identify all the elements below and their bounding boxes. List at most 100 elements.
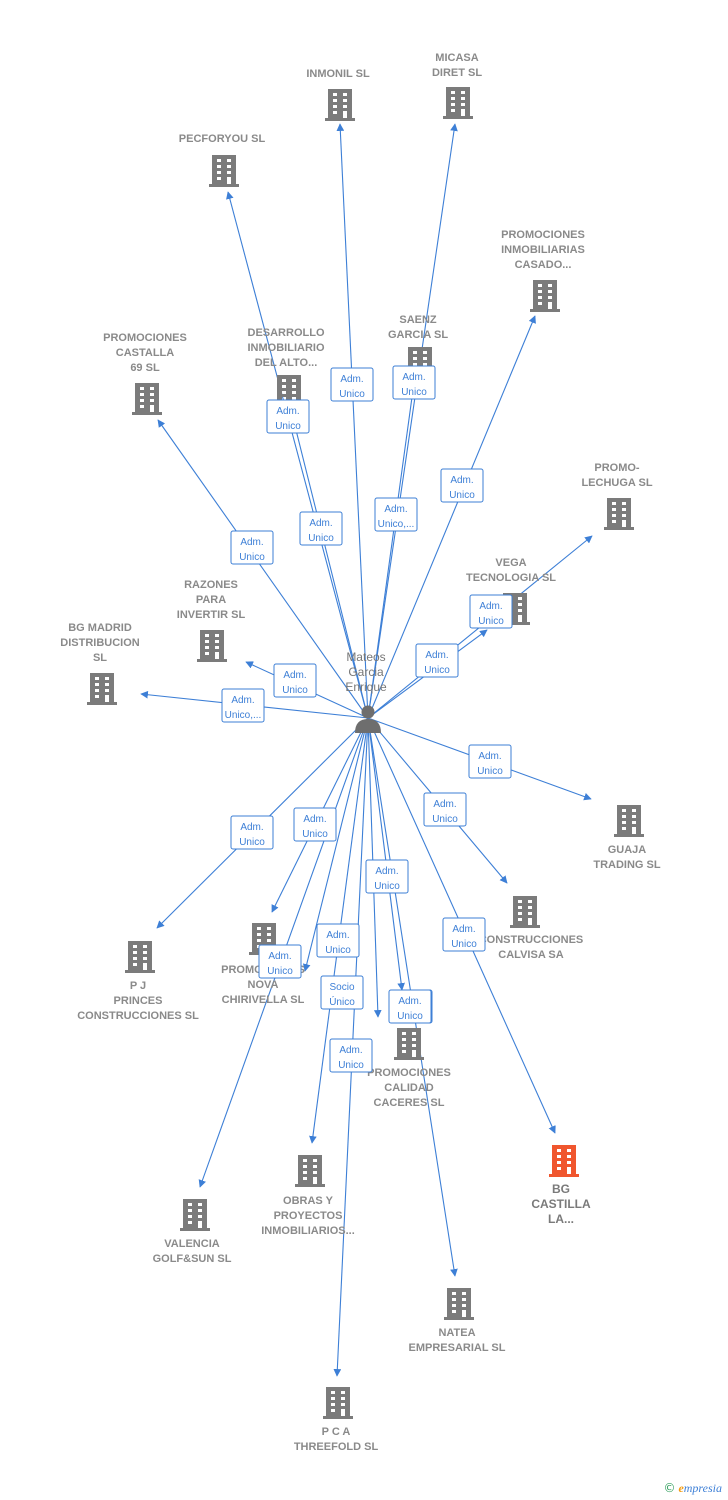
relation-label[interactable]: Adm. Unico	[329, 1038, 373, 1073]
company-name-line: INMOBILIARIOS...	[261, 1225, 355, 1237]
relation-label[interactable]: Adm.Unico	[423, 792, 467, 827]
edge-to-pecforyou	[226, 191, 369, 719]
relation-label-line: Adm.	[231, 695, 254, 706]
company-name-line: DIRET SL	[432, 67, 482, 79]
building-icon	[295, 1155, 325, 1187]
relation-label-line: Adm.	[478, 751, 501, 762]
edges-layer	[140, 123, 593, 1377]
relation-label-box	[423, 792, 467, 827]
relation-label-line: Adm.	[433, 799, 456, 810]
relation-label[interactable]: Adm.Unico	[388, 989, 432, 1024]
person-name-line: Mateos	[346, 650, 385, 664]
relation-label-line: Adm.	[339, 1045, 362, 1056]
company-node-obras[interactable]: OBRAS YPROYECTOSINMOBILIARIOS...	[261, 1155, 355, 1237]
building-icon	[325, 89, 355, 121]
relation-label[interactable]: Adm.Unico	[440, 468, 484, 503]
edge-to-caceres	[367, 717, 405, 991]
relation-label[interactable]: Adm.Unico	[273, 663, 317, 698]
company-name-line: VALENCIA	[164, 1238, 219, 1250]
brand-name: mpresia	[683, 1481, 722, 1495]
company-node-micasa[interactable]: MICASA DIRET SL	[432, 52, 482, 119]
company-name-line: VEGA	[495, 557, 526, 569]
relation-label[interactable]: Adm.Unico,...	[374, 497, 418, 532]
company-node-pecforyou[interactable]: PECFORYOU SL	[179, 133, 266, 187]
relation-label-box	[266, 399, 310, 434]
relation-label-line: Unico	[308, 533, 334, 544]
relation-label-box	[469, 594, 513, 629]
relation-label[interactable]: Adm.Unico	[365, 859, 409, 894]
person-icon-body	[355, 719, 381, 733]
company-name-line: INMOBILIARIO	[248, 342, 325, 354]
company-name-line: CALIDAD	[384, 1082, 434, 1094]
relation-label[interactable]: Adm.Unico	[293, 807, 337, 842]
relation-label-box	[442, 917, 486, 952]
relation-label-box	[273, 663, 317, 698]
relation-label-line: Unico	[275, 421, 301, 432]
relation-label[interactable]: Adm.Unico	[442, 917, 486, 952]
company-node-inmonil[interactable]: INMONIL SL	[306, 68, 370, 121]
building-icon	[530, 280, 560, 312]
company-name-line: INMONIL SL	[306, 68, 370, 80]
company-name-line: NOVA	[248, 979, 279, 991]
relation-label-line: Unico	[338, 1060, 364, 1071]
relation-label-line: Adm.	[303, 814, 326, 825]
brand-initial: e	[678, 1481, 684, 1495]
relation-label[interactable]: Adm.Unico	[316, 923, 360, 958]
company-node-promo-casado[interactable]: PROMOCIONESINMOBILIARIASCASADO...	[501, 229, 585, 312]
company-name-line: CONSTRUCCIONES	[479, 934, 584, 946]
relation-label[interactable]: Adm. Unico	[266, 399, 310, 434]
person-icon	[361, 705, 375, 719]
relation-label[interactable]: Adm.Unico	[330, 367, 374, 402]
company-name-line: GUAJA	[608, 844, 647, 856]
relation-label[interactable]: Adm.Unico	[258, 944, 302, 979]
relation-label-line: Adm.	[450, 475, 473, 486]
relation-label[interactable]: Adm.Unico,...	[221, 688, 265, 723]
relation-label-line: Adm.	[276, 406, 299, 417]
company-name-line: MICASA	[435, 52, 478, 64]
relation-label[interactable]: Adm.Unico	[230, 530, 274, 565]
company-name-line: DISTRIBUCION	[60, 637, 140, 649]
relation-label[interactable]: Adm.Unico	[469, 594, 513, 629]
relation-label[interactable]: Adm.Unico	[230, 815, 274, 850]
company-name-line: PARA	[196, 594, 226, 606]
company-name-line: SL	[93, 652, 107, 664]
relation-label[interactable]: Adm.Unico	[415, 643, 459, 678]
building-icon	[180, 1199, 210, 1231]
relation-label[interactable]: Adm.Unico	[299, 511, 343, 546]
relation-label-line: Adm.	[283, 670, 306, 681]
relation-label-line: Unico	[478, 616, 504, 627]
company-name-line: CACERES SL	[374, 1097, 445, 1109]
company-node-promo-lechuga[interactable]: PROMO-LECHUGA SL	[581, 462, 653, 530]
building-icon	[132, 383, 162, 415]
relation-label[interactable]: Adm.Unico	[468, 744, 512, 779]
relation-label-box	[293, 807, 337, 842]
edge-to-nova	[302, 717, 369, 972]
relation-label-line: Único	[329, 995, 355, 1008]
company-name-line: P C A	[322, 1426, 351, 1438]
relation-label[interactable]: Adm.Unico	[392, 365, 436, 400]
company-name-line: PROMOCIONES	[103, 332, 187, 344]
building-icon	[197, 630, 227, 662]
building-icon	[510, 896, 540, 928]
company-name-line: RAZONES	[184, 579, 238, 591]
relation-label-line: Adm.	[340, 374, 363, 385]
company-node-bg-castilla[interactable]: BGCASTILLALA...	[531, 1145, 591, 1226]
company-name-line: PROMO-	[594, 462, 640, 474]
building-icon	[614, 805, 644, 837]
company-name-line: 69 SL	[130, 362, 160, 374]
